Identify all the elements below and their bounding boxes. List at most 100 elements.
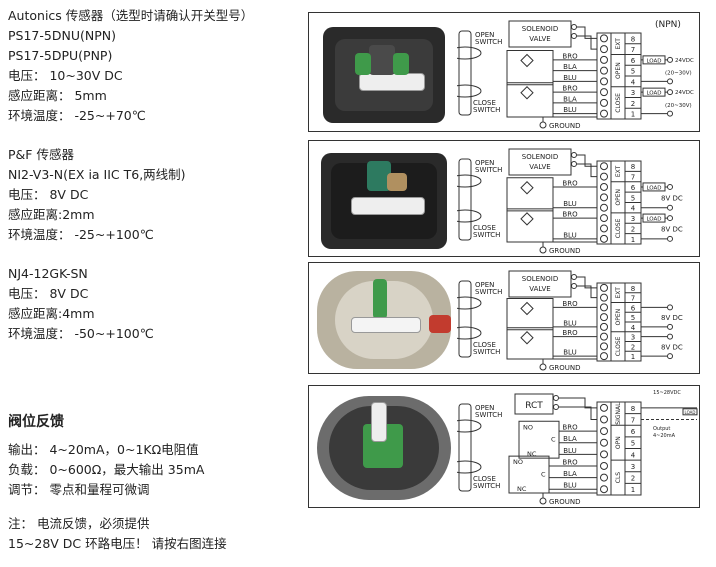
- close-switch-label: SWITCH: [473, 482, 500, 490]
- open-cam: [457, 174, 482, 188]
- proximity-sensor: [506, 298, 554, 331]
- terminal-screw: [600, 352, 608, 361]
- valve-label: VALVE: [529, 285, 550, 293]
- terminal-number: 7: [631, 174, 635, 182]
- wire-color-label: BRO: [562, 52, 578, 60]
- terminal-number: 7: [631, 46, 635, 54]
- box-terminal: [571, 33, 577, 39]
- switchbox-photo: [311, 388, 457, 505]
- output: 输出： 4~20mA，0~1KΩ电阻值: [8, 442, 199, 457]
- load-box: [642, 55, 666, 65]
- switchbox-photo: [311, 143, 457, 254]
- terminal-screw: [600, 172, 608, 181]
- pf-title: P&F 传感器: [8, 147, 74, 162]
- wire: [542, 358, 597, 364]
- solenoid-valve-box: [508, 20, 572, 48]
- proximity-sensor: [506, 327, 554, 360]
- voltage: 电压： 8V DC: [8, 187, 89, 202]
- terminal-icon: [667, 215, 673, 222]
- terminal-number: 2: [631, 475, 635, 483]
- terminal-number: 5: [631, 440, 635, 448]
- ground-label: GROUND: [549, 122, 581, 130]
- terminal-number: 6: [631, 428, 636, 436]
- terminal-number: 3: [631, 89, 635, 97]
- open-switch-label: OPEN: [475, 281, 494, 289]
- open-switch-label: OPEN: [475, 31, 494, 39]
- voltage-label: (20~30V): [665, 71, 692, 77]
- switchbox-photo: [311, 15, 457, 129]
- ground-icon: [539, 121, 547, 129]
- wire-color-label: BLU: [563, 447, 576, 455]
- sensor-icon: [520, 181, 534, 195]
- terminal-screw: [600, 322, 608, 331]
- switchbox-photo: [311, 265, 457, 371]
- close-cam: [457, 460, 482, 474]
- terminal-number: 8: [631, 163, 635, 171]
- rct-label: RCT: [525, 401, 543, 411]
- terminal-screw: [600, 45, 608, 54]
- no-label: NO: [523, 423, 533, 431]
- nc-label: NC: [517, 485, 527, 493]
- temperature: 环境温度： -25~+70℃: [8, 108, 146, 123]
- open-cam: [457, 46, 482, 60]
- terminal-screw: [600, 415, 608, 424]
- note: 注： 电流反馈，必须提供: [8, 516, 150, 531]
- adjust: 调节： 零点和量程可微调: [8, 482, 150, 497]
- solenoid-label: SOLENOID: [522, 153, 558, 161]
- terminal-number: 5: [631, 68, 635, 76]
- terminal-screw: [600, 283, 608, 292]
- close-switch-label: CLOSE: [473, 99, 496, 107]
- terminal-screw: [600, 234, 608, 243]
- terminal-screw: [600, 203, 608, 212]
- wire: [542, 492, 597, 498]
- terminal-number: 1: [631, 111, 635, 119]
- terminal-group-label: OPN: [615, 436, 622, 449]
- terminal-screw: [600, 98, 608, 107]
- proximity-sensor: [506, 50, 554, 86]
- terminal-number: 6: [631, 304, 636, 312]
- note-voltage: 15~28V DC 环路电压！ 请按右图连接: [8, 536, 227, 551]
- terminal-screw: [600, 450, 608, 459]
- terminal-group-label: EXT: [615, 165, 622, 177]
- wire: [577, 285, 597, 299]
- terminal-icon: [667, 333, 673, 340]
- terminal-icon: [667, 304, 673, 311]
- open-switch-label: SWITCH: [475, 288, 502, 296]
- open-switch-label: SWITCH: [475, 411, 502, 419]
- solenoid-valve-box: [508, 270, 572, 298]
- terminal-number: 4: [631, 324, 636, 332]
- terminal-icon: [667, 323, 673, 330]
- open-switch-label: SWITCH: [475, 38, 502, 46]
- wire-color-label: BLA: [563, 470, 577, 478]
- shaft: [458, 403, 472, 492]
- terminal-icon: [667, 78, 673, 85]
- terminal-icon: [667, 204, 673, 211]
- model-npn: PS17-5DNU(NPN): [8, 28, 116, 43]
- temperature: 环境温度： -25~+100℃: [8, 227, 154, 242]
- close-switch-label: SWITCH: [473, 231, 500, 239]
- terminal-screw: [600, 214, 608, 223]
- ground-icon: [539, 497, 547, 505]
- sensor-icon: [520, 53, 534, 68]
- terminal-number: 5: [631, 314, 635, 322]
- terminal-icon: [667, 56, 673, 63]
- voltage: 电压： 8V DC: [8, 286, 89, 301]
- close-switch-label: CLOSE: [473, 341, 496, 349]
- terminal-screw: [600, 162, 608, 171]
- mode-label: (NPN): [655, 20, 681, 30]
- close-switch-label: SWITCH: [473, 106, 500, 114]
- terminal-group-label: OPEN: [615, 189, 622, 206]
- wire: [542, 241, 597, 247]
- sensor-icon: [520, 331, 534, 345]
- terminal-number: 3: [631, 463, 635, 471]
- close-switch-label: CLOSE: [473, 475, 496, 483]
- terminal-group-label: EXT: [615, 38, 622, 50]
- terminal-screw: [600, 109, 608, 118]
- terminal-group-label: CLOSE: [615, 336, 622, 356]
- proximity-sensor: [506, 82, 554, 118]
- shaft: [458, 158, 472, 241]
